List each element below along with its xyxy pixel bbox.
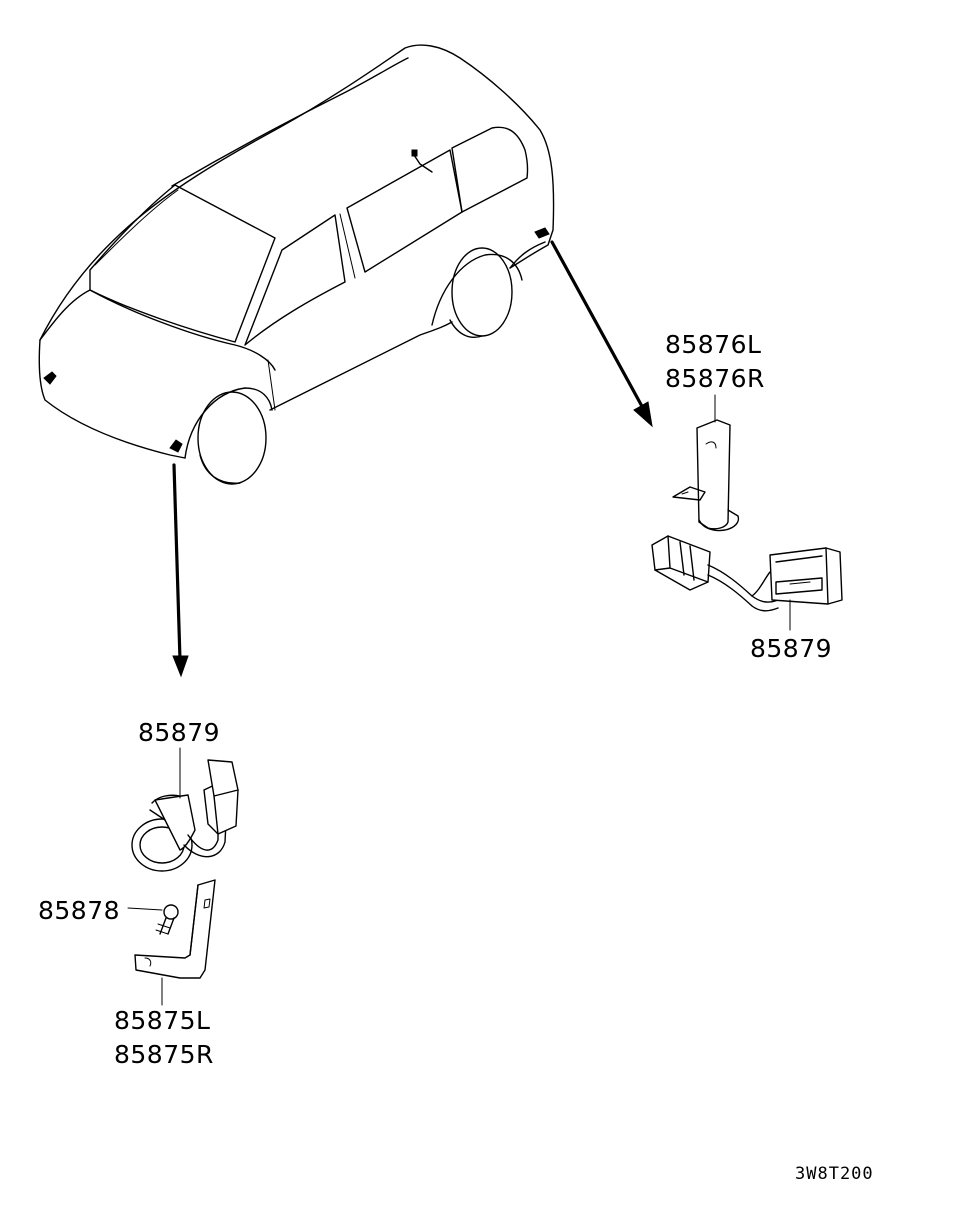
callout-85878: 85878 [38,896,121,925]
callout-85876R: 85876R [665,364,765,393]
rear-sensor-bracket [672,394,740,532]
front-sensor-body [131,747,196,872]
rear-sensor-housing [769,547,843,631]
callout-85875R: 85875R [114,1040,214,1069]
callout-rear-85879: 85879 [750,634,833,663]
minivan-illustration [38,44,555,485]
front-screw [127,904,179,935]
front-sensor-cable [183,759,239,858]
callout-front-85879: 85879 [138,718,221,747]
callout-85875L: 85875L [114,1006,211,1035]
front-sensor-bracket [134,879,216,1006]
rear-sensor-arrow [550,240,653,428]
drawing-code: 3W8T200 [795,1164,874,1184]
rear-sensor-connector [651,535,779,612]
front-sensor-arrow [172,463,189,678]
callout-85876L: 85876L [665,330,762,359]
